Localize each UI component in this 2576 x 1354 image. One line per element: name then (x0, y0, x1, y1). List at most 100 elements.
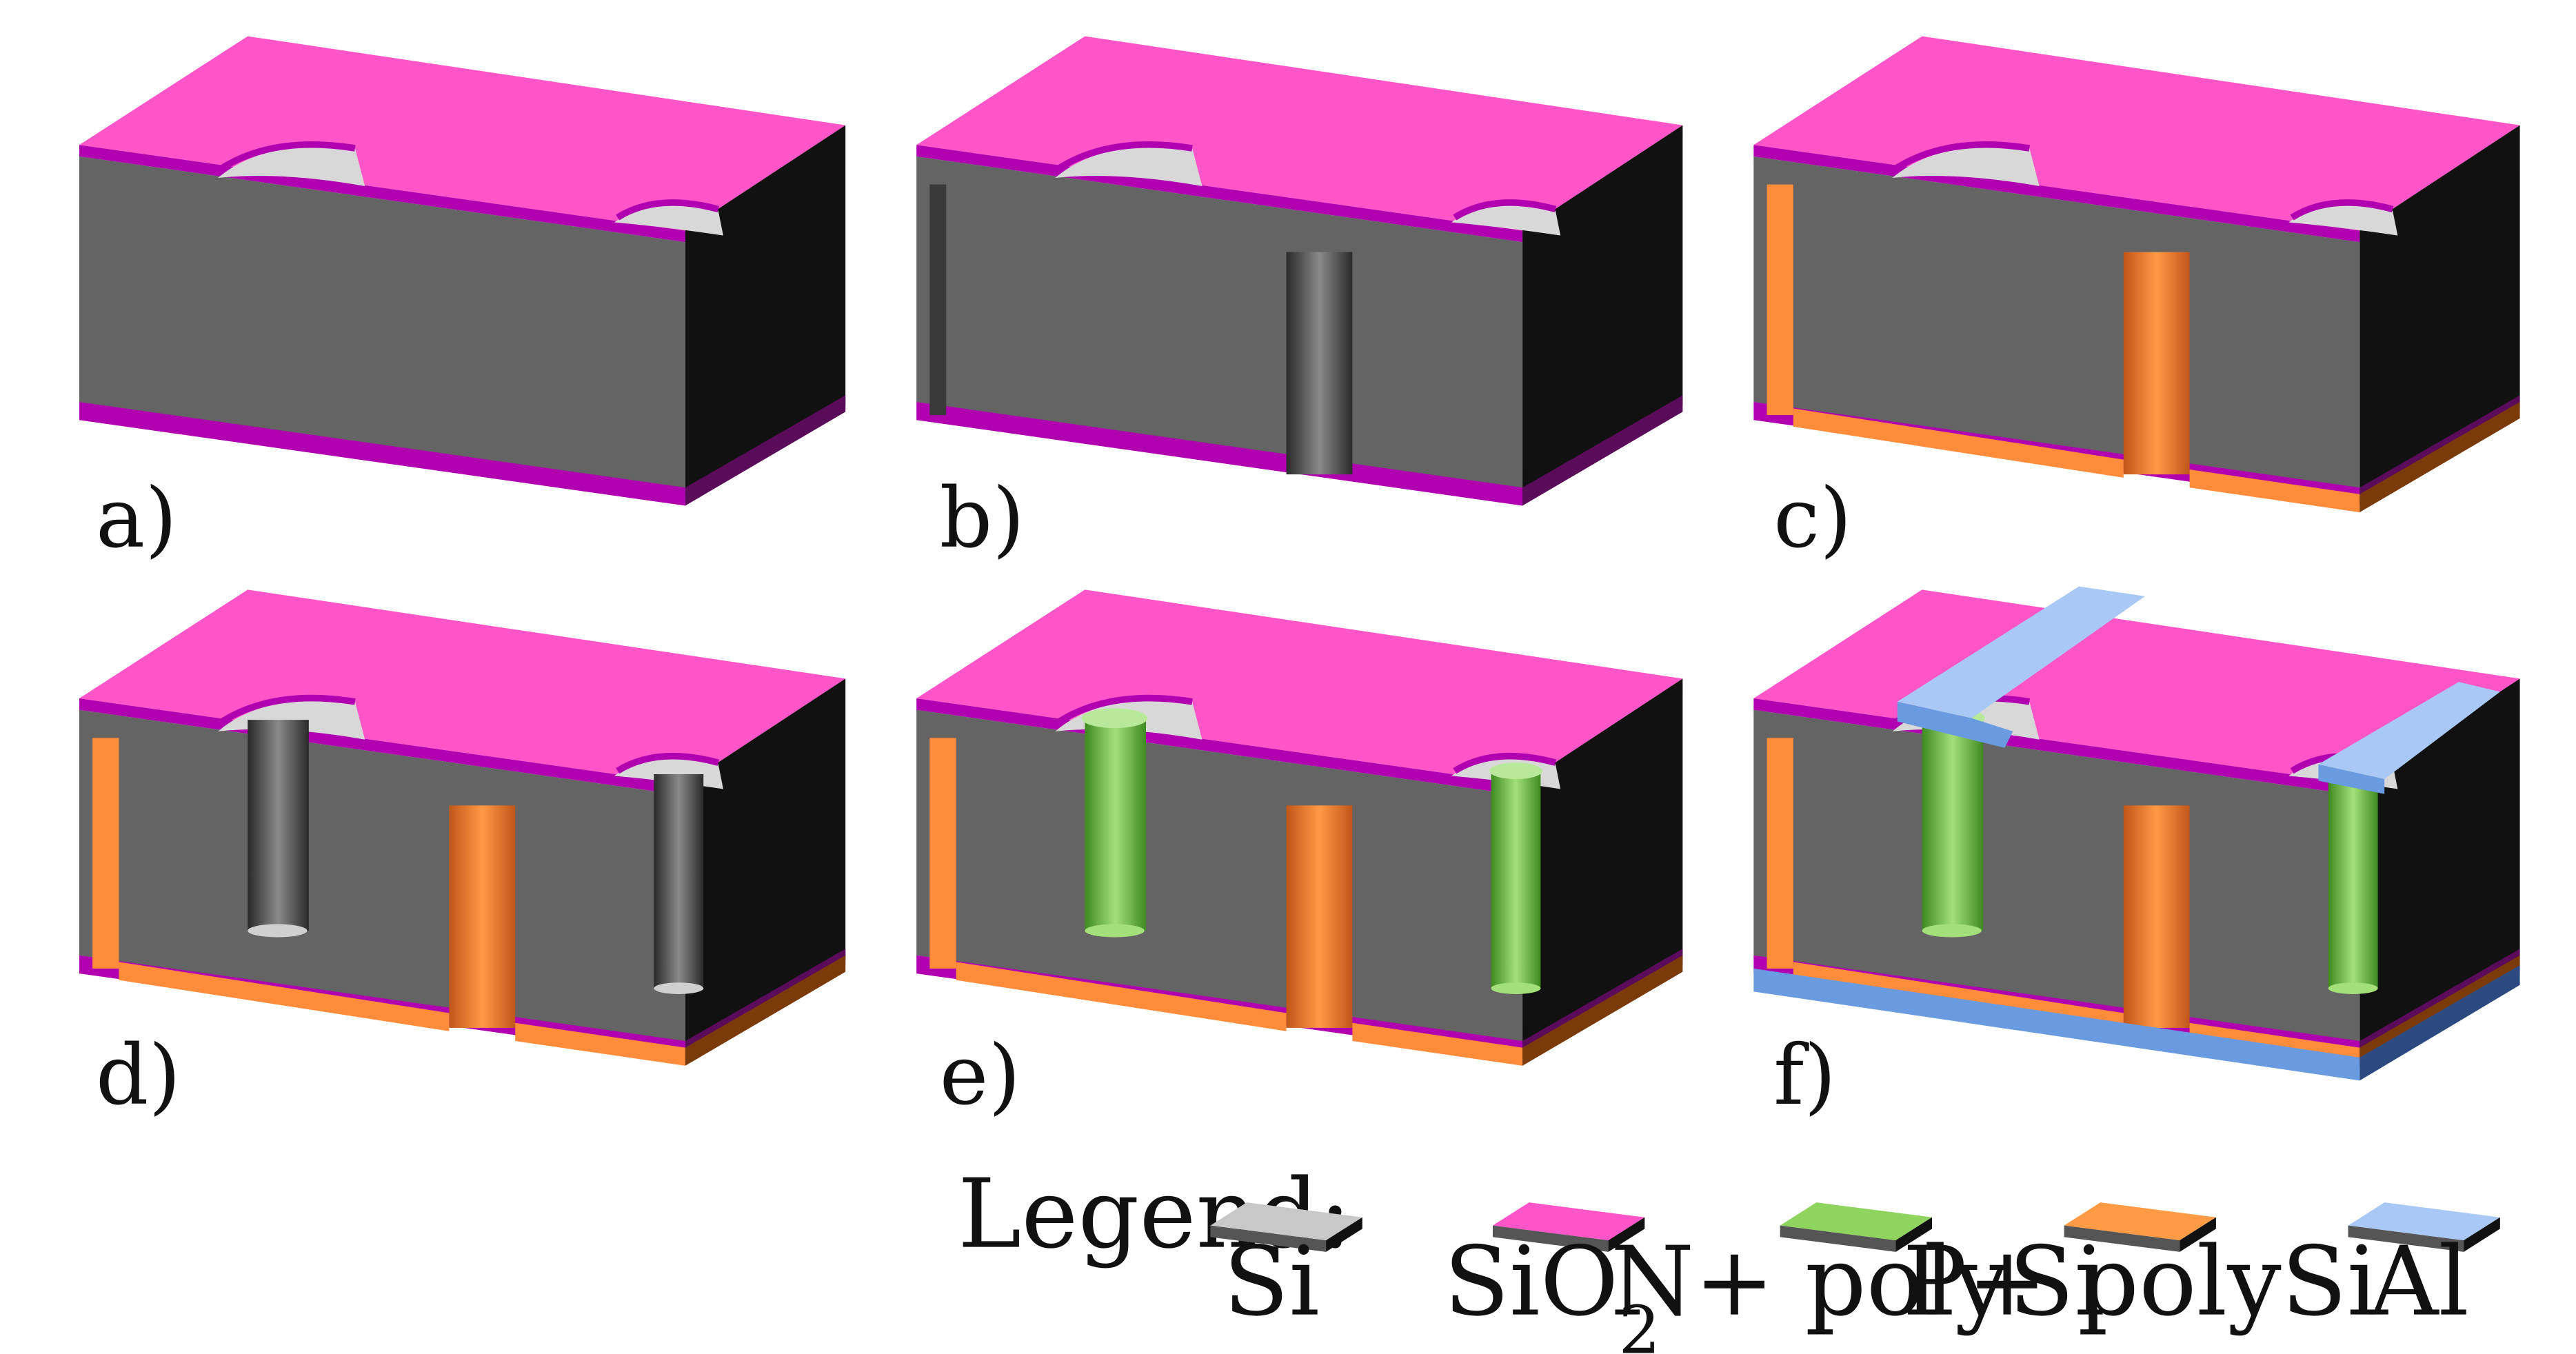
p-poly-bottom-right (1352, 1022, 1523, 1066)
panel-a: a) (79, 36, 846, 567)
recess-rim-right (616, 752, 720, 774)
oxide-top-face (79, 589, 846, 785)
recess-rim-right (1453, 752, 1557, 774)
via-hole-right (1491, 774, 1541, 989)
silicon-side-face (2359, 125, 2520, 503)
left-side-trench (92, 738, 119, 969)
legend-swatch-edge (2348, 1225, 2464, 1252)
silicon-side-face (1522, 678, 1683, 1056)
panel-label-e: e) (940, 1028, 1021, 1124)
legend-label: P+ polySi (1902, 1226, 2377, 1337)
legend-swatch-side (2464, 1217, 2500, 1252)
oxide-top-face (1753, 589, 2520, 785)
via-hole-right (654, 774, 704, 989)
p-poly-bottom-right (515, 1022, 685, 1066)
left-side-trench (929, 738, 956, 969)
panel-e: e) (916, 589, 1683, 1124)
recess-rim-right (616, 199, 720, 221)
deep-trench (1286, 805, 1353, 1028)
legend-swatch-edge (2064, 1225, 2180, 1252)
via-hole-right-bottom (654, 982, 704, 994)
panel-label-a: a) (96, 471, 177, 567)
oxide-top-face (916, 36, 1683, 231)
silicon-front-face (916, 156, 1523, 494)
silicon-front-face (916, 709, 1523, 1048)
panel-c: c) (1753, 36, 2520, 567)
al-strap-left-edge (1897, 701, 2013, 748)
top-recess-left (1892, 146, 2040, 186)
silicon-front-face (79, 156, 685, 494)
top-recess-left (218, 146, 365, 186)
legend-label: SiO2 (1444, 1226, 1660, 1354)
panel-label-c: c) (1773, 471, 1852, 567)
al-strap-right-edge (2318, 764, 2385, 794)
top-recess-right (614, 204, 723, 236)
deep-trench (1286, 252, 1353, 475)
silicon-front-face (79, 709, 685, 1048)
panel-label-d: d) (96, 1028, 181, 1124)
silicon-side-face (2359, 678, 2520, 1056)
top-recess-right (1451, 204, 1561, 236)
deep-trench (449, 805, 516, 1028)
recess-rim-left (217, 694, 356, 726)
oxide-top-face (79, 36, 846, 231)
recess-rim-left (217, 141, 356, 173)
n-poly-cap-right (1489, 762, 1542, 780)
left-side-trench (1767, 738, 1793, 969)
n-poly-cap-left (1081, 708, 1148, 729)
legend-item: Si (1210, 1202, 1362, 1337)
recess-rim-right (1453, 199, 1557, 221)
legend-swatch-side (1326, 1217, 1362, 1252)
panel-label-f: f) (1773, 1028, 1836, 1124)
legend-swatch-top (1780, 1202, 1932, 1241)
legend-swatch-top (1492, 1202, 1645, 1241)
p-poly-bottom-side (1522, 955, 1683, 1066)
legend-swatch-side (1608, 1217, 1645, 1252)
al-strap-right (2318, 682, 2500, 780)
legend-swatch-top (2064, 1202, 2216, 1241)
al-strap-left (1897, 586, 2145, 718)
legend-swatch-side (2180, 1217, 2216, 1252)
silicon-block (79, 36, 846, 506)
recess-rim-left (1055, 694, 1193, 726)
al-bottom-layer (1753, 968, 2360, 1081)
via-hole-left-bottom (1922, 924, 1982, 938)
panel-d: d) (79, 589, 846, 1124)
via-hole-left (1085, 720, 1147, 931)
oxide-bottom-layer (916, 401, 1523, 506)
via-hole-right (2328, 774, 2378, 989)
legend-swatch-edge (1780, 1225, 1896, 1252)
left-side-trench (929, 184, 947, 416)
recess-rim-left (1892, 141, 2031, 173)
via-hole-right-bottom (2328, 982, 2378, 994)
legend-swatch-side (1895, 1217, 1932, 1252)
via-hole-right-bottom (1491, 982, 1541, 994)
panel-f: f) (1753, 586, 2520, 1124)
al-bottom-side (2359, 965, 2520, 1081)
top-recess-left (1055, 146, 1203, 186)
silicon-block (916, 589, 1683, 1066)
p-poly-bottom-right (2189, 469, 2360, 513)
legend-label: Si (1223, 1226, 1320, 1337)
deep-trench (2123, 805, 2190, 1028)
via-hole-left-bottom (248, 924, 308, 938)
oxide-bottom-layer (79, 401, 685, 506)
recess-rim-right (2290, 199, 2394, 221)
top-recess-left (218, 699, 365, 740)
p-poly-bottom-left (956, 962, 1287, 1031)
legend-swatch-top (1210, 1202, 1362, 1241)
oxide-top-face (1753, 36, 2520, 231)
silicon-side-face (1522, 125, 1683, 503)
legend-item: P+ polySi (1902, 1202, 2377, 1337)
legend-swatch-edge (1210, 1225, 1327, 1252)
legend-swatch-top (2348, 1202, 2500, 1241)
oxide-top-face (916, 589, 1683, 785)
panel-label-b: b) (940, 471, 1025, 567)
oxide-bottom-side (685, 395, 846, 506)
legend-item: Al (2348, 1202, 2500, 1337)
silicon-side-face (685, 125, 846, 503)
legend-item: SiO2 (1444, 1202, 1660, 1354)
